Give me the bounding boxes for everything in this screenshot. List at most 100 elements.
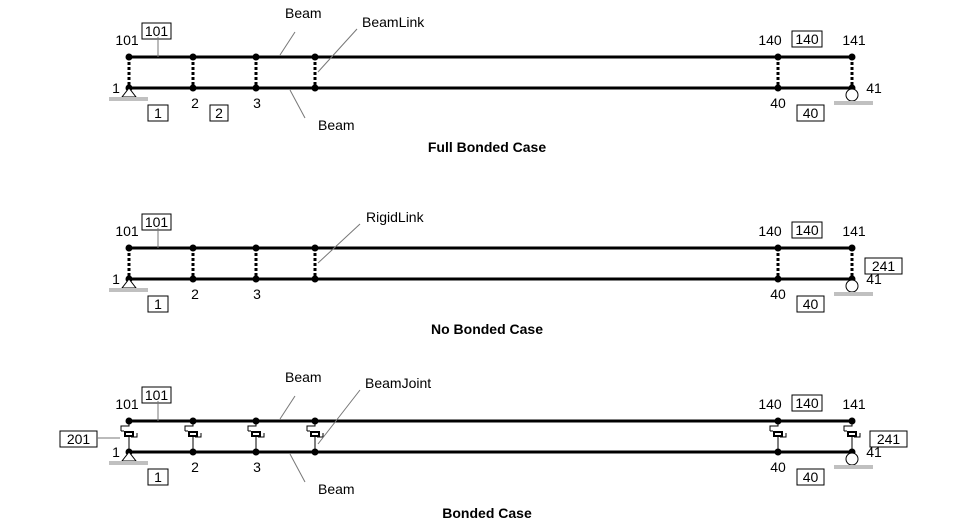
beam-joint-icon bbox=[184, 421, 202, 452]
node bbox=[125, 244, 133, 252]
element-box: 140 bbox=[795, 222, 819, 238]
joint-bracket bbox=[843, 421, 861, 452]
node bbox=[311, 448, 319, 456]
element-box: 1 bbox=[154, 296, 162, 312]
beam-joint-icon bbox=[306, 421, 324, 452]
joint-slot bbox=[849, 433, 855, 435]
node-label: 2 bbox=[191, 286, 199, 302]
joint-bracket bbox=[120, 421, 138, 452]
joint-slot bbox=[312, 433, 318, 435]
element-box-frame bbox=[796, 104, 825, 122]
callout-label: BeamLink bbox=[362, 14, 425, 30]
node-label: 3 bbox=[253, 286, 261, 302]
node bbox=[125, 417, 133, 425]
roller-support-icon bbox=[845, 452, 859, 466]
node-label: 101 bbox=[115, 223, 139, 239]
node-label: 41 bbox=[866, 271, 882, 287]
callout-label: Beam bbox=[318, 117, 355, 133]
node-label: 40 bbox=[770, 286, 786, 302]
callout-label: Beam bbox=[285, 5, 322, 21]
node bbox=[774, 244, 782, 252]
node-label: 141 bbox=[842, 396, 866, 412]
beam-joint-icon bbox=[843, 421, 861, 452]
element-box: 2 bbox=[215, 105, 223, 121]
beam-joint-icon bbox=[247, 421, 265, 452]
panel-title: Bonded Case bbox=[442, 505, 532, 521]
node bbox=[125, 53, 133, 61]
panel-title: Full Bonded Case bbox=[428, 139, 546, 155]
joint-bracket bbox=[769, 421, 787, 452]
element-box: 40 bbox=[803, 105, 819, 121]
element-box: 241 bbox=[872, 258, 896, 274]
node bbox=[189, 448, 197, 456]
element-box-frame bbox=[869, 430, 908, 448]
joint-bracket bbox=[306, 421, 324, 452]
node-label: 41 bbox=[866, 444, 882, 460]
element-box: 101 bbox=[145, 387, 169, 403]
node-label: 40 bbox=[770, 95, 786, 111]
element-box: 1 bbox=[154, 105, 162, 121]
node bbox=[311, 53, 319, 61]
node bbox=[189, 53, 197, 61]
node-label: 140 bbox=[758, 223, 782, 239]
beam-joint-icon bbox=[769, 421, 787, 452]
node bbox=[252, 275, 260, 283]
leader-line bbox=[317, 223, 361, 264]
callout-label: Beam bbox=[285, 369, 322, 385]
ground-hatch bbox=[834, 292, 873, 296]
leader-line bbox=[289, 453, 306, 483]
node bbox=[189, 417, 197, 425]
node-label: 101 bbox=[115, 396, 139, 412]
node bbox=[189, 84, 197, 92]
node bbox=[252, 448, 260, 456]
beam-joint-icon bbox=[120, 421, 138, 452]
leader-line bbox=[317, 389, 361, 445]
joint-slot bbox=[775, 433, 781, 435]
callout-label: Beam bbox=[318, 481, 355, 497]
element-box: 101 bbox=[145, 23, 169, 39]
node bbox=[774, 53, 782, 61]
element-box: 241 bbox=[877, 431, 901, 447]
node-label: 3 bbox=[253, 459, 261, 475]
node-label: 140 bbox=[758, 396, 782, 412]
joint-slot bbox=[253, 433, 259, 435]
panel-title: No Bonded Case bbox=[431, 321, 543, 337]
ground-hatch bbox=[834, 465, 873, 469]
node-label: 141 bbox=[842, 223, 866, 239]
node bbox=[311, 417, 319, 425]
node bbox=[311, 275, 319, 283]
callout-label: BeamJoint bbox=[365, 375, 431, 391]
joint-slot bbox=[190, 433, 196, 435]
element-box: 1 bbox=[154, 469, 162, 485]
element-box-frame bbox=[141, 213, 172, 231]
node bbox=[311, 244, 319, 252]
node-label: 2 bbox=[191, 95, 199, 111]
node bbox=[311, 84, 319, 92]
callout-label: RigidLink bbox=[366, 209, 425, 225]
joint-bracket bbox=[247, 421, 265, 452]
element-box: 140 bbox=[795, 31, 819, 47]
ground-hatch bbox=[109, 288, 148, 292]
element-box-frame bbox=[796, 468, 825, 486]
node bbox=[189, 275, 197, 283]
node bbox=[189, 244, 197, 252]
ground-hatch bbox=[109, 97, 148, 101]
node-label: 140 bbox=[758, 32, 782, 48]
roller-support-icon bbox=[845, 88, 859, 102]
element-box-frame bbox=[209, 104, 229, 122]
element-box-frame bbox=[791, 221, 823, 239]
node-label: 3 bbox=[253, 95, 261, 111]
element-box-frame bbox=[796, 295, 825, 313]
element-box-frame bbox=[141, 22, 172, 40]
element-box-frame bbox=[147, 104, 169, 122]
element-box-frame bbox=[147, 468, 169, 486]
element-box-frame bbox=[864, 257, 903, 275]
element-box-frame bbox=[791, 30, 823, 48]
leader-line bbox=[279, 395, 296, 420]
element-box: 40 bbox=[803, 296, 819, 312]
node bbox=[774, 417, 782, 425]
node bbox=[252, 417, 260, 425]
joint-bracket bbox=[184, 421, 202, 452]
